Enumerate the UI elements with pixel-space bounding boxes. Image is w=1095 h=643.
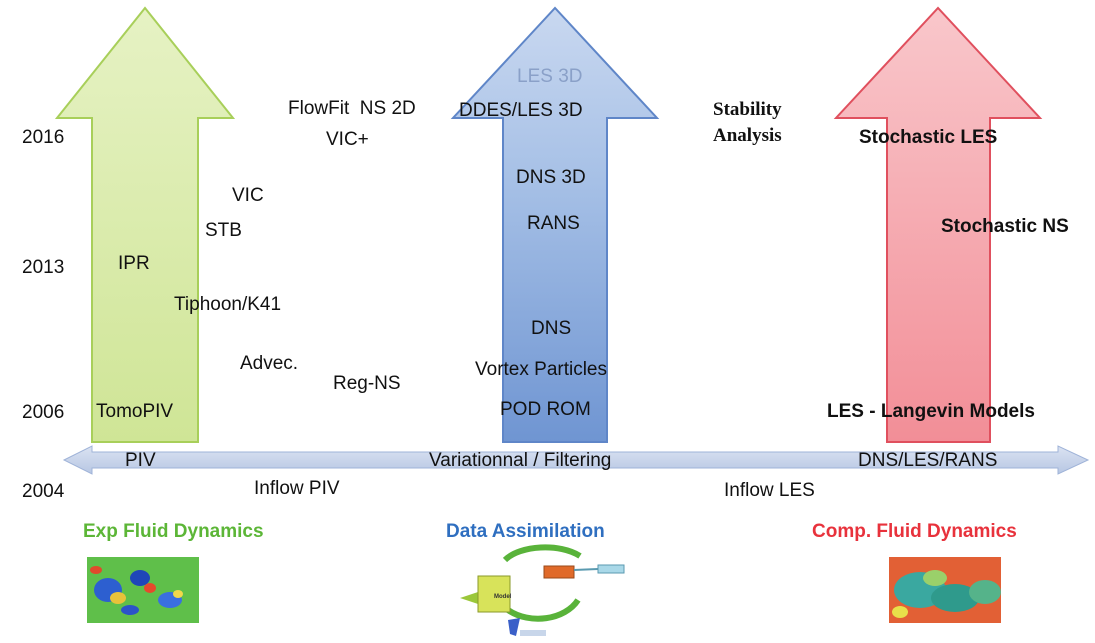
- da-item-vortex-particles: Vortex Particles: [475, 359, 607, 380]
- assimilation-model-label: Model: [494, 594, 512, 600]
- exp-item-vic: VIC: [232, 185, 264, 206]
- timeline-label-dns-les-rans: DNS/LES/RANS: [858, 450, 998, 471]
- red-arrow: [833, 6, 1043, 443]
- year-2004: 2004: [22, 481, 65, 502]
- exp-item-tiphoon: Tiphoon/K41: [174, 294, 282, 315]
- cfd-item-langevin: LES - Langevin Models: [827, 401, 1035, 422]
- exp-item-vic-plus: VIC+: [326, 129, 369, 150]
- da-item-les-3d: LES 3D: [517, 66, 583, 87]
- stability-label-line2: Analysis: [713, 125, 782, 146]
- exp-item-ipr: IPR: [118, 253, 150, 274]
- cfd-thumbnail: [889, 557, 1001, 623]
- domain-title-cfd: Comp. Fluid Dynamics: [812, 521, 1017, 542]
- domain-title-exp: Exp Fluid Dynamics: [83, 521, 264, 542]
- timeline-label-piv: PIV: [125, 450, 156, 471]
- cfd-item-stochastic-les: Stochastic LES: [859, 127, 998, 148]
- da-item-pod-rom: POD ROM: [500, 399, 591, 420]
- year-2016: 2016: [22, 127, 65, 148]
- blue-arrow: [450, 6, 660, 443]
- inflow-les-label: Inflow LES: [724, 480, 815, 501]
- exp-item-advec: Advec.: [240, 353, 299, 374]
- exp-thumbnail: [87, 557, 199, 623]
- green-arrow: [54, 6, 236, 443]
- da-item-dns-3d: DNS 3D: [516, 167, 586, 188]
- exp-item-flowfit: FlowFit NS 2D: [288, 98, 416, 119]
- timeline-arrow: [62, 445, 1090, 475]
- exp-item-reg-ns: Reg-NS: [333, 373, 401, 394]
- da-item-dns: DNS: [531, 318, 572, 339]
- exp-item-stb: STB: [205, 220, 242, 241]
- year-2013: 2013: [22, 257, 65, 278]
- stability-label-line1: Stability: [713, 99, 782, 120]
- da-item-ddes: DDES/LES 3D: [459, 100, 583, 121]
- year-2006: 2006: [22, 402, 65, 423]
- timeline-label-variational: Variationnal / Filtering: [429, 450, 612, 471]
- inflow-piv-label: Inflow PIV: [254, 478, 340, 499]
- cfd-item-stochastic-ns: Stochastic NS: [941, 216, 1069, 237]
- exp-item-tomopiv: TomoPIV: [96, 401, 174, 422]
- assimilation-cycle-icon: [460, 544, 625, 636]
- domain-title-da: Data Assimilation: [446, 521, 605, 542]
- da-item-rans: RANS: [527, 213, 580, 234]
